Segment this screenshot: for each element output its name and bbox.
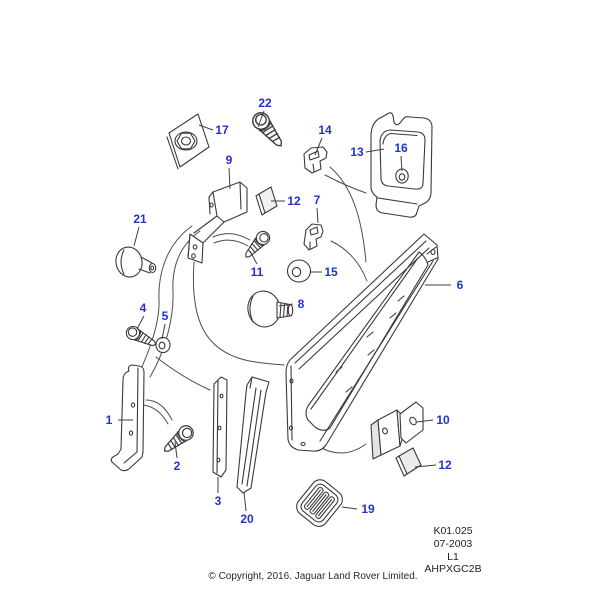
callout-label-22[interactable]: 22	[258, 96, 272, 110]
callout-leader-lines	[118, 110, 451, 512]
callout-label-14[interactable]: 14	[318, 123, 332, 137]
callout-label-5[interactable]: 5	[161, 309, 169, 323]
callout-label-12[interactable]: 12	[438, 458, 452, 472]
part-3-strip	[212, 376, 228, 478]
callout-label-12[interactable]: 12	[287, 194, 301, 208]
callout-label-7[interactable]: 7	[313, 193, 321, 207]
part-20-strip	[236, 376, 270, 494]
callout-label-21[interactable]: 21	[133, 212, 147, 226]
part-19-vent-grille	[296, 479, 343, 527]
drawing-date: 07-2003	[433, 537, 473, 550]
part-7-clip	[303, 223, 324, 251]
part-1-trim	[110, 364, 145, 472]
part-17-plate-nut	[166, 113, 210, 170]
callout-label-11[interactable]: 11	[250, 265, 264, 279]
callout-label-10[interactable]: 10	[436, 413, 450, 427]
part-16-grommet	[395, 168, 409, 184]
part-12-pad-upper	[255, 186, 278, 216]
callout-label-8[interactable]: 8	[297, 297, 305, 311]
copyright-text: © Copyright, 2016. Jaguar Land Rover Lim…	[208, 571, 418, 582]
callout-label-13[interactable]: 13	[350, 145, 364, 159]
drawing-sheet: L1	[447, 550, 459, 563]
part-9-bracket	[187, 181, 248, 264]
part-10-bracket	[370, 401, 424, 460]
drawing-code: K01.025	[433, 525, 473, 537]
callout-label-6[interactable]: 6	[456, 278, 464, 292]
part-14-clip	[303, 146, 328, 174]
callout-label-1[interactable]: 1	[105, 413, 113, 427]
callout-label-3[interactable]: 3	[214, 494, 222, 508]
callout-label-19[interactable]: 19	[361, 502, 375, 516]
drawing-ref: AHPXGC2B	[424, 563, 482, 576]
callout-label-16[interactable]: 16	[394, 141, 408, 155]
callout-label-15[interactable]: 15	[324, 265, 338, 279]
part-12-pad-lower	[395, 447, 422, 477]
drawing-info-block: K01.025 07-2003 L1 AHPXGC2B	[405, 525, 501, 576]
callout-label-9[interactable]: 9	[225, 153, 233, 167]
part-21-plug	[115, 246, 157, 278]
part-6-panel	[285, 233, 439, 452]
callout-label-17[interactable]: 17	[215, 123, 229, 137]
callout-label-2[interactable]: 2	[173, 459, 181, 473]
callout-label-4[interactable]: 4	[139, 301, 147, 315]
part-15-washer	[286, 259, 312, 283]
callout-label-20[interactable]: 20	[240, 512, 254, 526]
